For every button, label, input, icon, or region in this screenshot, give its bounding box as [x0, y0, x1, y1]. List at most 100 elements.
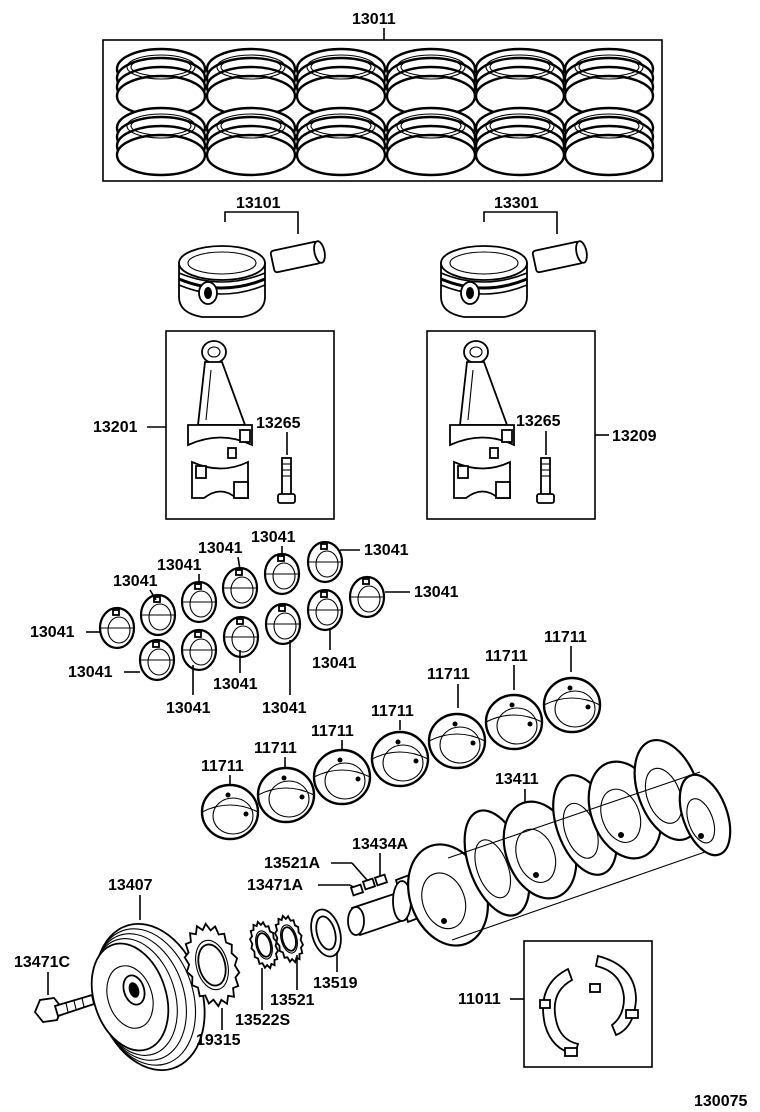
label-13101[interactable]: 13101: [236, 195, 281, 212]
timing-gear-group: 19315 13522S 13521 13519: [183, 908, 358, 1049]
piston-pin-right-icon: [531, 240, 588, 274]
label-13209[interactable]: 13209: [612, 428, 657, 445]
piston-left-group: 13101: [178, 195, 326, 318]
piston-pin-left-icon: [269, 240, 326, 274]
keys-group: 13434A 13521A 13471A: [247, 836, 408, 897]
piston-left-icon: [178, 245, 266, 318]
label-13265-left[interactable]: 13265: [256, 415, 301, 432]
piston-ring-stack: [205, 47, 297, 118]
conrod-bearing-shell-icon: [263, 552, 301, 596]
piston-ring-stack: [115, 106, 207, 177]
gear-13521-icon: [273, 914, 305, 964]
label-13407[interactable]: 13407: [108, 877, 153, 894]
thrust-washer-box: [523, 940, 653, 1068]
label-11711-e[interactable]: 11711: [311, 723, 354, 740]
conrod-bearing-labels: 13041 13041 13041 13041 13041 13041 1304…: [30, 529, 459, 717]
piston-ring-stack: [563, 47, 655, 118]
label-13041-b[interactable]: 13041: [251, 529, 296, 546]
conrod-bearing-shell-icon: [348, 575, 386, 619]
thrust-washer-group: 11011: [458, 940, 653, 1068]
pulley-group: 13407 13471C: [14, 877, 206, 1072]
pulley-bolt-icon: [33, 993, 96, 1023]
label-13301[interactable]: 13301: [494, 195, 539, 212]
conrod-bearing-shell-icon: [138, 638, 176, 682]
oil-slinger-icon: [310, 908, 342, 958]
piston-ring-set-box: [102, 39, 663, 182]
conrod-bearing-shell-icon: [180, 580, 218, 624]
piston-ring-stack: [474, 106, 566, 177]
label-13521[interactable]: 13521: [270, 992, 315, 1009]
conrod-right-box: [426, 330, 596, 520]
main-bearing-shell-icon: [542, 676, 602, 734]
piston-ring-stack: [205, 106, 297, 177]
conrod-right-group: 13209 13265: [426, 330, 657, 520]
main-bearing-shell-icon: [256, 766, 316, 824]
piston-ring-stack: [385, 47, 477, 118]
label-11011[interactable]: 11011: [458, 991, 501, 1008]
piston-right-icon: [440, 245, 528, 318]
label-13041-k[interactable]: 13041: [166, 700, 211, 717]
label-13041-i[interactable]: 13041: [68, 664, 113, 681]
label-11711-g[interactable]: 11711: [201, 758, 244, 775]
conrod-bearing-shell-icon: [98, 606, 136, 650]
main-bearing-shell-icon: [370, 730, 430, 788]
label-13265-right[interactable]: 13265: [516, 413, 561, 430]
label-13041-h[interactable]: 13041: [312, 655, 357, 672]
label-13041-a[interactable]: 13041: [198, 540, 243, 557]
label-13011[interactable]: 13011: [352, 11, 396, 28]
piston-right-group: 13301: [440, 195, 588, 318]
diagram-id: 130075: [694, 1093, 747, 1110]
label-11711-d[interactable]: 11711: [371, 703, 414, 720]
piston-ring-stack: [385, 106, 477, 177]
label-13522s[interactable]: 13522S: [235, 1012, 290, 1029]
conrod-left-icon: [187, 340, 253, 499]
label-13411[interactable]: 13411: [495, 771, 539, 788]
label-11711-c[interactable]: 11711: [427, 666, 470, 683]
label-11711-f[interactable]: 11711: [254, 740, 297, 757]
conrod-bolt-left-icon: [277, 457, 296, 504]
main-bearing-shell-icon: [484, 693, 544, 751]
label-13041-c[interactable]: 13041: [364, 542, 409, 559]
piston-rings: [115, 47, 655, 177]
thrust-washer-right-icon: [589, 954, 639, 1037]
piston-ring-stack: [563, 106, 655, 177]
label-13041-e[interactable]: 13041: [113, 573, 158, 590]
crank-pulley-icon: [90, 922, 206, 1072]
label-11711-b[interactable]: 11711: [485, 648, 528, 665]
piston-ring-set-group: 13011: [102, 11, 663, 182]
label-13041-d[interactable]: 13041: [157, 557, 202, 574]
timing-gear-icon: [183, 922, 241, 1008]
label-13434a[interactable]: 13434A: [352, 836, 408, 853]
piston-ring-stack: [295, 106, 387, 177]
crankshaft-icon: [347, 738, 732, 947]
label-19315[interactable]: 19315: [196, 1032, 241, 1049]
label-13201[interactable]: 13201: [93, 419, 138, 436]
label-13041-l[interactable]: 13041: [262, 700, 307, 717]
main-bearing-shell-icon: [200, 783, 260, 841]
conrod-bearing-shell-icon: [221, 566, 259, 610]
label-13471a[interactable]: 13471A: [247, 877, 303, 894]
piston-ring-stack: [295, 47, 387, 118]
conrod-right-icon: [449, 340, 515, 499]
conrod-left-group: 13201 13265: [93, 330, 335, 520]
piston-ring-stack: [115, 47, 207, 118]
main-bearing-shell-icon: [427, 712, 487, 770]
label-13041-f[interactable]: 13041: [414, 584, 459, 601]
conrod-bearing-shell-icon: [139, 593, 177, 637]
conrod-bearing-shell-icon: [306, 540, 344, 584]
label-13471c[interactable]: 13471C: [14, 954, 70, 971]
conrod-bearing-shell-icon: [180, 628, 218, 672]
label-13041-j[interactable]: 13041: [213, 676, 258, 693]
label-13041-g[interactable]: 13041: [30, 624, 75, 641]
label-13521a[interactable]: 13521A: [264, 855, 320, 872]
conrod-bolt-right-icon: [536, 457, 555, 504]
crankshaft-group: 13411: [347, 738, 732, 947]
main-bearing-shell-icon: [312, 748, 372, 806]
gear-13522s-icon: [248, 920, 280, 970]
conrod-left-box: [165, 330, 335, 520]
main-bearing-labels: 11711 11711 11711 11711 11711 11711 1171…: [201, 629, 587, 786]
label-13519[interactable]: 13519: [313, 975, 358, 992]
label-11711-a[interactable]: 11711: [544, 629, 587, 646]
conrod-bearings: [98, 540, 386, 682]
